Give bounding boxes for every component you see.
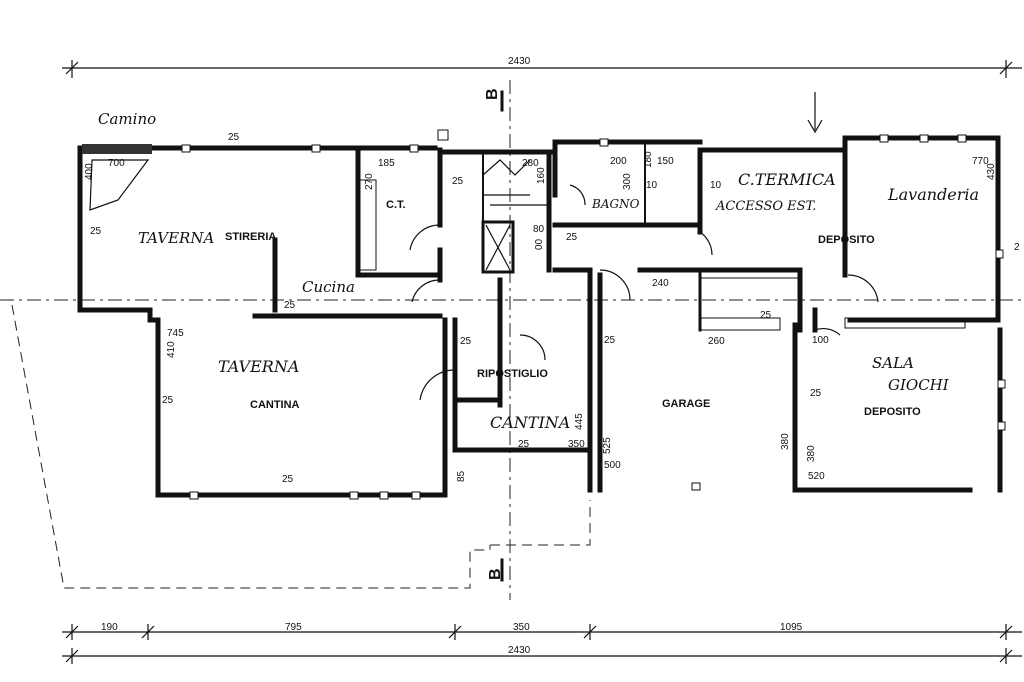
- dim-380: 380: [780, 433, 791, 450]
- note-taverna-top: TAVERNA: [138, 229, 214, 247]
- dim-segment-2: 795: [285, 622, 302, 633]
- section-line-b: B B: [484, 80, 511, 600]
- dim-segment-1: 190: [101, 622, 118, 633]
- note-camino: Camino: [98, 110, 156, 128]
- room-deposito-bottom: DEPOSITO: [864, 406, 921, 418]
- dim-525: 525: [602, 437, 613, 454]
- dim-150: 150: [657, 156, 674, 167]
- dim-25: 25: [452, 176, 464, 187]
- inner-dimensions: 25 700 400 25 185 270 25 280 160 200 180…: [84, 132, 1020, 485]
- dim-260: 260: [708, 336, 725, 347]
- dim-25: 25: [566, 232, 578, 243]
- dim-10: 10: [710, 180, 722, 191]
- dim-2: 2: [1014, 242, 1020, 253]
- dim-240: 240: [652, 278, 669, 289]
- dim-25: 25: [228, 132, 240, 143]
- hatched-walls: [82, 144, 966, 331]
- room-labels: STIRERIA C.T. CANTINA RIPOSTIGLIO GARAGE…: [225, 199, 921, 418]
- note-taverna-mid: TAVERNA: [218, 357, 299, 376]
- room-ripostiglio: RIPOSTIGLIO: [477, 368, 548, 380]
- dim-25: 25: [90, 226, 102, 237]
- dim-430: 430: [986, 163, 997, 180]
- note-giochi: GIOCHI: [888, 376, 950, 394]
- dim-270: 270: [364, 173, 375, 190]
- handwritten-notes: Camino TAVERNA Cucina TAVERNA CANTINA BA…: [98, 110, 979, 432]
- section-mark-top: B: [484, 88, 501, 100]
- note-c-termica: C.TERMICA: [738, 170, 836, 189]
- dim-25: 25: [282, 474, 294, 485]
- dim-10: 10: [646, 180, 658, 191]
- room-garage: GARAGE: [662, 398, 710, 410]
- dim-25: 25: [810, 388, 822, 399]
- dim-segment-3: 350: [513, 622, 530, 633]
- stairs: [482, 159, 549, 271]
- dim-180: 180: [643, 151, 654, 168]
- dim-410: 410: [166, 341, 177, 358]
- dim-00: 00: [534, 238, 545, 250]
- note-lavanderia: Lavanderia: [887, 185, 979, 204]
- dim-500: 500: [604, 460, 621, 471]
- section-mark-bottom: B: [487, 568, 504, 580]
- doors: [89, 92, 879, 401]
- note-cucina: Cucina: [302, 278, 355, 296]
- dim-25: 25: [518, 439, 530, 450]
- dim-80: 80: [533, 224, 545, 235]
- dim-520: 520: [808, 471, 825, 482]
- dim-segment-4: 1095: [780, 622, 803, 633]
- dim-185: 185: [378, 158, 395, 169]
- dim-100: 100: [812, 335, 829, 346]
- windows: [181, 129, 1006, 500]
- room-ct: C.T.: [386, 199, 406, 211]
- note-cantina-mid: CANTINA: [490, 413, 570, 432]
- dim-300: 300: [622, 173, 633, 190]
- walls: [77, 135, 1003, 498]
- room-deposito-top: DEPOSITO: [818, 234, 875, 246]
- dim-total-bottom: 2430: [508, 645, 531, 656]
- dim-445: 445: [574, 413, 585, 430]
- dim-280: 280: [522, 158, 539, 169]
- dim-380: 380: [806, 445, 817, 462]
- dim-350: 350: [568, 439, 585, 450]
- dim-25: 25: [162, 395, 174, 406]
- dim-total-top: 2430: [508, 56, 531, 67]
- note-accesso-est: ACCESSO EST.: [715, 199, 816, 214]
- dim-200: 200: [610, 156, 627, 167]
- top-dimension-line: 2430: [62, 56, 1022, 78]
- note-bagno: BAGNO: [591, 197, 640, 211]
- dim-770: 770: [972, 156, 989, 167]
- bottom-segment-dimension-line: 190 795 350 1095: [62, 622, 1022, 640]
- dim-745: 745: [167, 328, 184, 339]
- dim-85: 85: [456, 470, 467, 482]
- dim-25: 25: [760, 310, 772, 321]
- room-cantina-left: CANTINA: [250, 399, 300, 411]
- note-sala: SALA: [872, 354, 914, 372]
- room-stireria: STIRERIA: [225, 231, 276, 243]
- dim-25: 25: [284, 300, 296, 311]
- bottom-total-dimension-line: 2430: [62, 645, 1022, 664]
- dim-400: 400: [84, 163, 95, 180]
- dim-160: 160: [536, 167, 547, 184]
- dim-700: 700: [108, 158, 125, 169]
- site-outline: [11, 304, 591, 589]
- dim-25: 25: [604, 335, 616, 346]
- dim-25: 25: [460, 336, 472, 347]
